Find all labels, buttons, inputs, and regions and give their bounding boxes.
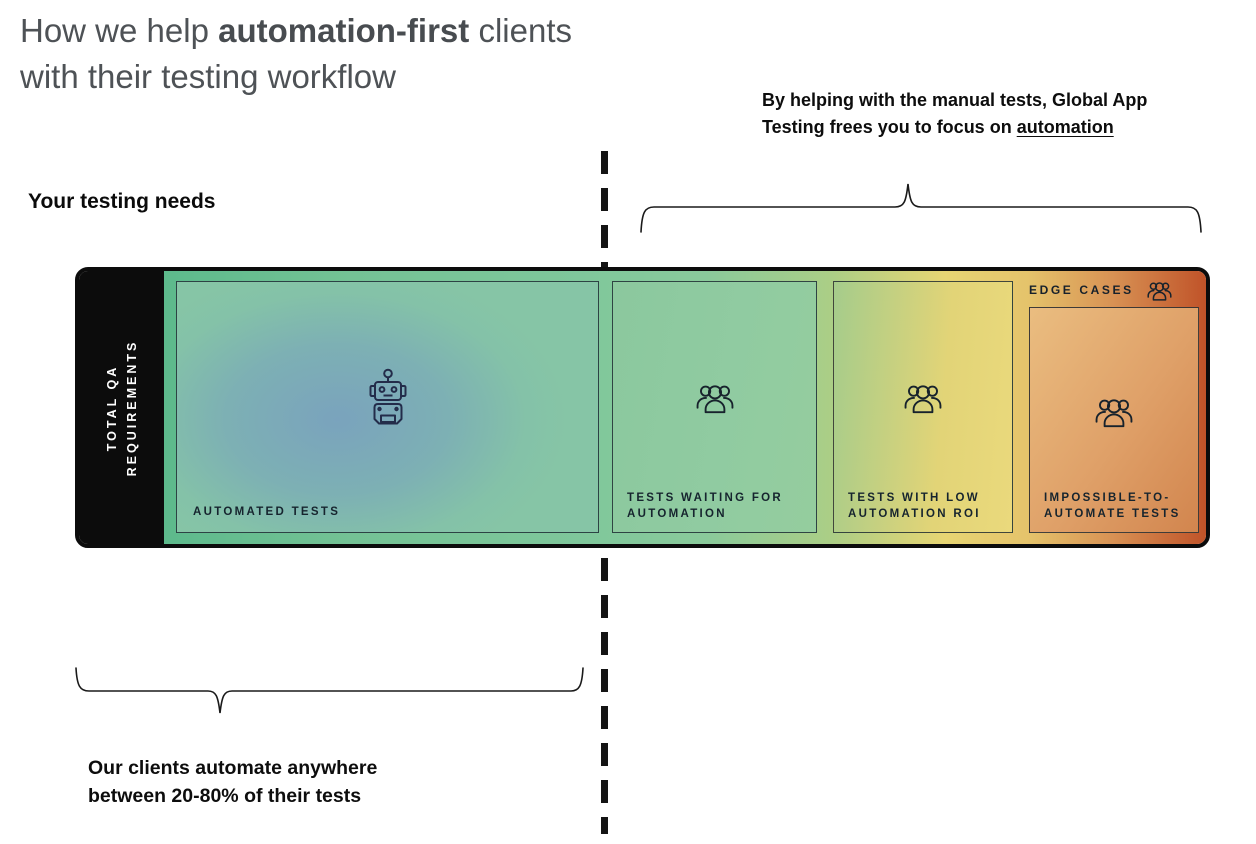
title-text-pre: How we help [20, 12, 219, 49]
section-label: TESTS WAITING FOR AUTOMATION [627, 492, 784, 520]
section-box-automated-tests: AUTOMATED TESTS [176, 281, 599, 533]
section-label: TESTS WITH LOW AUTOMATION ROI [848, 492, 981, 520]
top-brace [640, 183, 1202, 233]
manual-tests-note-line1: By helping with the manual tests, Global… [762, 90, 1148, 110]
title-text-bold: automation-first [218, 12, 470, 49]
testing-needs-heading: Your testing needs [28, 190, 216, 213]
page-title-line2: with their testing workflow [20, 58, 396, 95]
section-box-low-roi: TESTS WITH LOW AUTOMATION ROI [833, 281, 1013, 533]
qa-requirements-bar: TOTAL QA REQUIREMENTS [75, 267, 1210, 548]
automation-link[interactable]: automation [1016, 117, 1114, 137]
edge-cases-label: EDGE CASES [1029, 283, 1134, 297]
section-box-tests-waiting: TESTS WAITING FOR AUTOMATION [612, 281, 817, 533]
manual-tests-note: By helping with the manual tests, Global… [762, 87, 1147, 141]
clients-automate-note-line2: between 20-80% of their tests [88, 784, 362, 807]
people-icon [902, 380, 944, 414]
total-qa-label-line2: REQUIREMENTS [124, 339, 139, 476]
section-box-impossible: IMPOSSIBLE-TO-AUTOMATE TESTS [1029, 307, 1199, 533]
section-label: AUTOMATED TESTS [193, 505, 341, 518]
edge-cases-header: EDGE CASES [1029, 277, 1206, 303]
total-qa-label-line1: TOTAL QA [104, 364, 119, 451]
section-label: IMPOSSIBLE-TO-AUTOMATE TESTS [1044, 492, 1181, 520]
clients-automate-note: Our clients automate anywhere between 20… [88, 755, 377, 810]
robot-icon [368, 368, 408, 426]
total-qa-panel: TOTAL QA REQUIREMENTS [79, 271, 164, 544]
people-icon [1093, 394, 1135, 428]
people-icon [694, 380, 736, 414]
bar-gradient-area: AUTOMATED TESTS [164, 271, 1206, 544]
bottom-brace [75, 667, 584, 714]
page-title-line1: How we help automation-first clients [20, 8, 572, 54]
clients-automate-note-line1: Our clients automate anywhere [88, 757, 378, 779]
people-icon [1146, 279, 1173, 301]
manual-tests-note-line2: Testing frees you to focus on automation [762, 114, 1147, 141]
page-title: How we help automation-first clients wit… [20, 8, 572, 100]
manual-tests-note-text: Testing frees you to focus on [762, 117, 1017, 137]
title-text-post: clients [469, 12, 572, 49]
total-qa-label: TOTAL QA REQUIREMENTS [102, 339, 142, 476]
